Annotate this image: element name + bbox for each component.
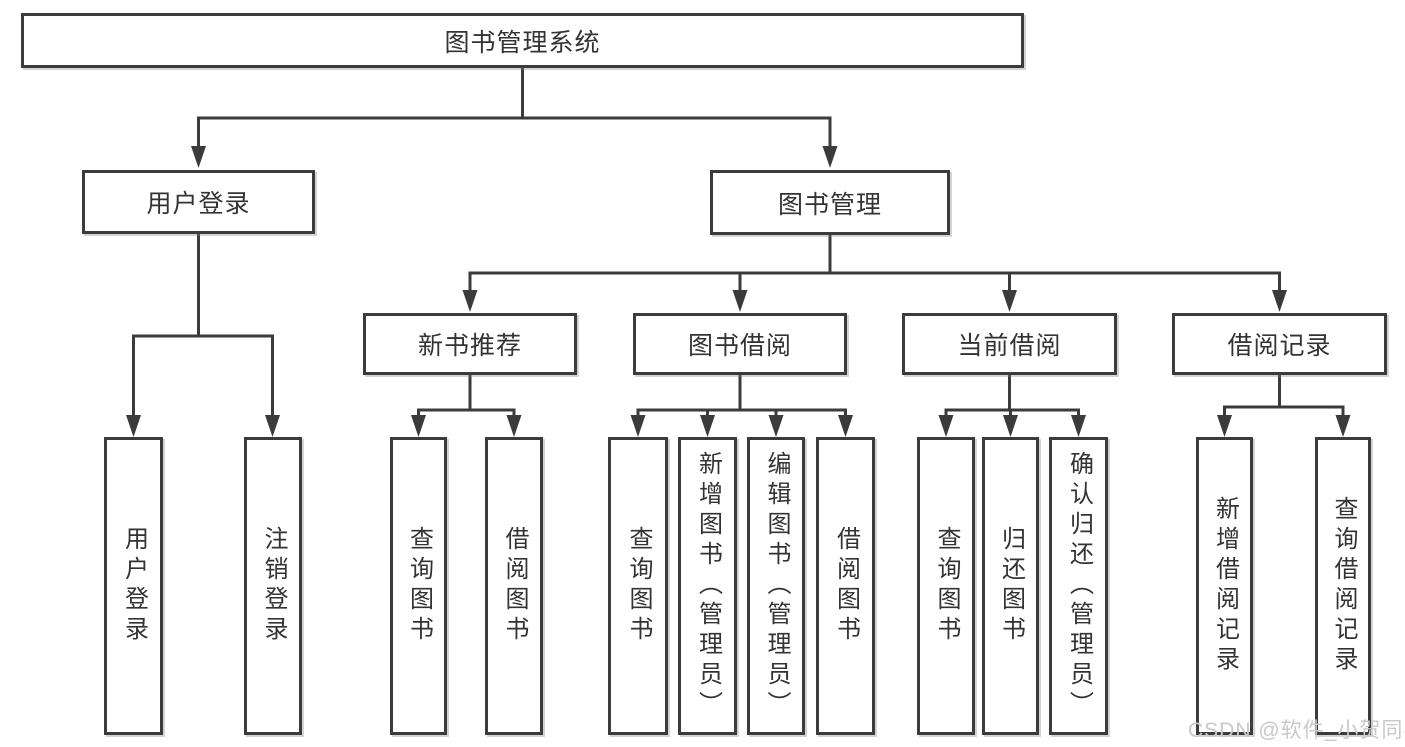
node-book-borrowing: 图书借阅 bbox=[633, 313, 847, 375]
node-label: 图书管理系统 bbox=[444, 28, 601, 57]
connector-arrowheads bbox=[126, 146, 1351, 437]
leaf-add-books-admin: 新增图书（管理员） bbox=[678, 437, 737, 735]
leaf-label: 确认归还（管理员） bbox=[1065, 451, 1093, 721]
leaf-confirm-return-admin: 确认归还（管理员） bbox=[1049, 437, 1108, 735]
node-label: 图书借阅 bbox=[687, 332, 792, 360]
csdn-watermark: CSDN @软件_小贺同学 bbox=[1188, 719, 1405, 742]
leaf-label: 注销登录 bbox=[260, 526, 287, 646]
leaf-label: 查询借阅记录 bbox=[1330, 496, 1357, 676]
leaf-label: 用户登录 bbox=[120, 526, 148, 646]
leaf-borrow-books: 借阅图书 bbox=[816, 437, 875, 735]
leaf-label: 查询图书 bbox=[933, 526, 960, 646]
leaf-label: 查询图书 bbox=[405, 526, 433, 646]
leaf-label: 新增图书（管理员） bbox=[694, 451, 722, 721]
node-new-book-recommendation: 新书推荐 bbox=[363, 313, 577, 375]
node-label: 新书推荐 bbox=[417, 332, 522, 360]
leaf-add-borrow-record: 新增借阅记录 bbox=[1196, 437, 1253, 735]
node-label: 借阅记录 bbox=[1227, 332, 1332, 360]
leaf-label: 借阅图书 bbox=[501, 526, 528, 646]
node-user-login: 用户登录 bbox=[82, 170, 315, 234]
leaf-query-books-recommend: 查询图书 bbox=[390, 437, 447, 735]
node-book-management: 图书管理 bbox=[710, 170, 950, 235]
leaf-label: 借阅图书 bbox=[832, 526, 860, 646]
leaf-borrow-books-recommend: 借阅图书 bbox=[485, 437, 543, 735]
leaf-label: 新增借阅记录 bbox=[1211, 496, 1239, 676]
leaf-label: 归还图书 bbox=[997, 526, 1025, 646]
node-label: 图书管理 bbox=[777, 190, 882, 219]
leaf-user-login: 用户登录 bbox=[104, 437, 163, 735]
node-library-management-system: 图书管理系统 bbox=[21, 13, 1024, 68]
leaf-edit-books-admin: 编辑图书（管理员） bbox=[747, 437, 805, 735]
leaf-query-borrow-record: 查询借阅记录 bbox=[1315, 437, 1371, 735]
leaf-logout: 注销登录 bbox=[244, 437, 302, 735]
node-current-borrowing: 当前借阅 bbox=[902, 313, 1117, 375]
leaf-label: 查询图书 bbox=[625, 526, 652, 646]
leaf-query-books-current: 查询图书 bbox=[917, 437, 975, 735]
node-label: 当前借阅 bbox=[957, 332, 1062, 360]
node-label: 用户登录 bbox=[146, 190, 251, 218]
leaf-label: 编辑图书（管理员） bbox=[763, 451, 790, 721]
node-borrowing-records: 借阅记录 bbox=[1172, 313, 1387, 375]
leaf-query-books-borrow: 查询图书 bbox=[608, 437, 668, 735]
leaf-return-books: 归还图书 bbox=[982, 437, 1039, 735]
